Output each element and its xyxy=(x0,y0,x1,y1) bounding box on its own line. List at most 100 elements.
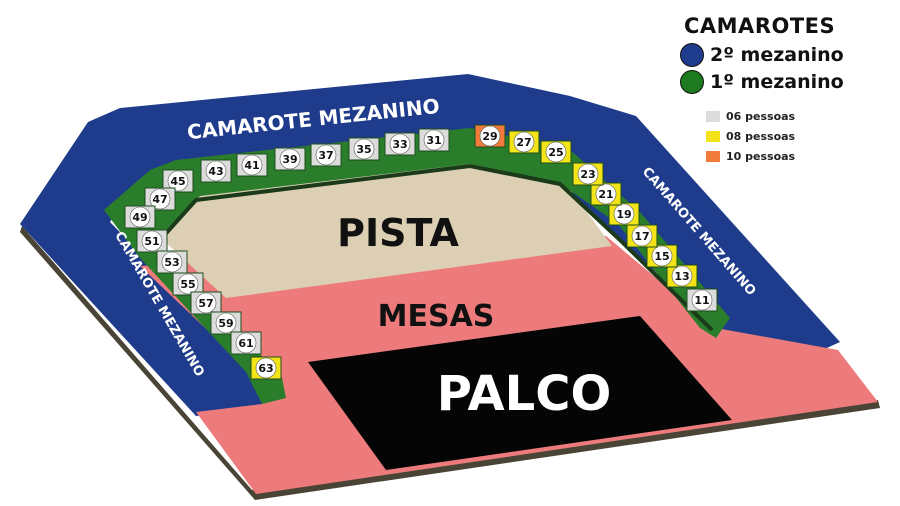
box-number-label: 63 xyxy=(258,362,273,375)
label-palco: PALCO xyxy=(437,366,612,422)
legend-capacity-10: 10 pessoas xyxy=(706,150,795,163)
gray-square-icon xyxy=(706,111,720,122)
camarote-box-13[interactable]: 13 xyxy=(666,264,698,288)
box-number-badge xyxy=(279,148,301,170)
box-number-label: 51 xyxy=(144,235,159,248)
camarote-box-23[interactable]: 23 xyxy=(572,162,604,186)
box-number-badge xyxy=(241,154,263,176)
box-number-label: 23 xyxy=(580,168,595,181)
box-number-badge xyxy=(651,245,673,267)
box-number-label: 61 xyxy=(238,337,253,350)
palco-stage xyxy=(308,316,732,470)
camarote-box-53[interactable]: 53 xyxy=(156,250,188,274)
box-number-badge xyxy=(205,160,227,182)
legend-capacity-6: 06 pessoas xyxy=(706,110,795,123)
box-number-badge xyxy=(479,125,501,147)
box-number-label: 57 xyxy=(198,297,213,310)
box-number-label: 13 xyxy=(674,270,689,283)
box-number-label: 33 xyxy=(392,138,407,151)
camarote-box-33[interactable]: 33 xyxy=(384,132,416,156)
box-number-badge xyxy=(167,170,189,192)
box-number-badge xyxy=(631,225,653,247)
box-number-badge xyxy=(315,144,337,166)
box-number-label: 21 xyxy=(598,188,613,201)
camarote-box-45[interactable]: 45 xyxy=(162,169,194,193)
label-pista: PISTA xyxy=(337,211,459,255)
camarote-box-51[interactable]: 51 xyxy=(136,229,168,253)
camarote-box-21[interactable]: 21 xyxy=(590,182,622,206)
box-number-label: 15 xyxy=(654,250,669,263)
box-number-badge xyxy=(423,129,445,151)
camarote-box-63[interactable]: 63 xyxy=(250,356,282,380)
blue-dot-icon xyxy=(680,43,704,67)
box-number-badge xyxy=(141,230,163,252)
box-number-badge xyxy=(161,251,183,273)
camarote-box-25[interactable]: 25 xyxy=(540,140,572,164)
legend-level-label: 2º mezanino xyxy=(710,44,844,66)
legend-level-label: 1º mezanino xyxy=(710,71,844,93)
box-number-label: 11 xyxy=(694,294,709,307)
camarote-box-55[interactable]: 55 xyxy=(172,272,204,296)
box-number-label: 43 xyxy=(208,165,223,178)
box-number-label: 45 xyxy=(170,175,185,188)
box-number-badge xyxy=(691,289,713,311)
box-number-label: 55 xyxy=(180,278,195,291)
box-number-label: 27 xyxy=(516,136,531,149)
box-number-badge xyxy=(577,163,599,185)
box-number-badge xyxy=(545,141,567,163)
box-number-badge xyxy=(215,312,237,334)
camarote-box-49[interactable]: 49 xyxy=(124,205,156,229)
box-number-label: 47 xyxy=(152,193,167,206)
box-number-label: 19 xyxy=(616,208,631,221)
inner-ledge xyxy=(158,163,714,332)
legend-capacity-label: 06 pessoas xyxy=(726,110,796,123)
camarote-box-43[interactable]: 43 xyxy=(200,159,232,183)
box-number-label: 37 xyxy=(318,149,333,162)
camarote-box-47[interactable]: 47 xyxy=(144,187,176,211)
camarote-box-41[interactable]: 41 xyxy=(236,153,268,177)
box-number-badge xyxy=(235,332,257,354)
box-number-label: 31 xyxy=(426,134,441,147)
mezanino-band xyxy=(20,74,840,416)
camarote-box-37[interactable]: 37 xyxy=(310,143,342,167)
box-number-badge xyxy=(195,292,217,314)
legend-capacity-8: 08 pessoas xyxy=(706,130,795,143)
box-number-badge xyxy=(177,273,199,295)
camarote-box-19[interactable]: 19 xyxy=(608,202,640,226)
box-number-label: 29 xyxy=(482,130,497,143)
camarote-box-35[interactable]: 35 xyxy=(348,137,380,161)
camarote-box-11[interactable]: 11 xyxy=(686,288,718,312)
pista-area xyxy=(152,160,612,298)
legend-capacity-label: 08 pessoas xyxy=(726,130,796,143)
camarote-box-61[interactable]: 61 xyxy=(230,331,262,355)
box-number-label: 35 xyxy=(356,143,371,156)
box-number-label: 39 xyxy=(282,153,297,166)
box-number-badge xyxy=(613,203,635,225)
box-number-label: 49 xyxy=(132,211,147,224)
camarote-box-17[interactable]: 17 xyxy=(626,224,658,248)
orange-square-icon xyxy=(706,151,720,162)
camarote-box-31[interactable]: 31 xyxy=(418,128,450,152)
legend-capacity-label: 10 pessoas xyxy=(726,150,796,163)
yellow-square-icon xyxy=(706,131,720,142)
legend-level-1: 1º mezanino xyxy=(680,70,844,94)
box-number-badge xyxy=(149,188,171,210)
camarote-box-29[interactable]: 29 xyxy=(474,124,506,148)
box-number-badge xyxy=(129,206,151,228)
box-number-label: 53 xyxy=(164,256,179,269)
box-number-badge xyxy=(513,131,535,153)
camarote-box-15[interactable]: 15 xyxy=(646,244,678,268)
box-number-badge xyxy=(389,133,411,155)
box-number-badge xyxy=(255,357,277,379)
legend-level-2: 2º mezanino xyxy=(680,43,844,67)
camarote-box-57[interactable]: 57 xyxy=(190,291,222,315)
green-dot-icon xyxy=(680,70,704,94)
camarote-box-39[interactable]: 39 xyxy=(274,147,306,171)
label-mesas: MESAS xyxy=(378,299,495,334)
camarote-box-27[interactable]: 27 xyxy=(508,130,540,154)
camarote-box-59[interactable]: 59 xyxy=(210,311,242,335)
box-number-label: 25 xyxy=(548,146,563,159)
box-number-badge xyxy=(595,183,617,205)
